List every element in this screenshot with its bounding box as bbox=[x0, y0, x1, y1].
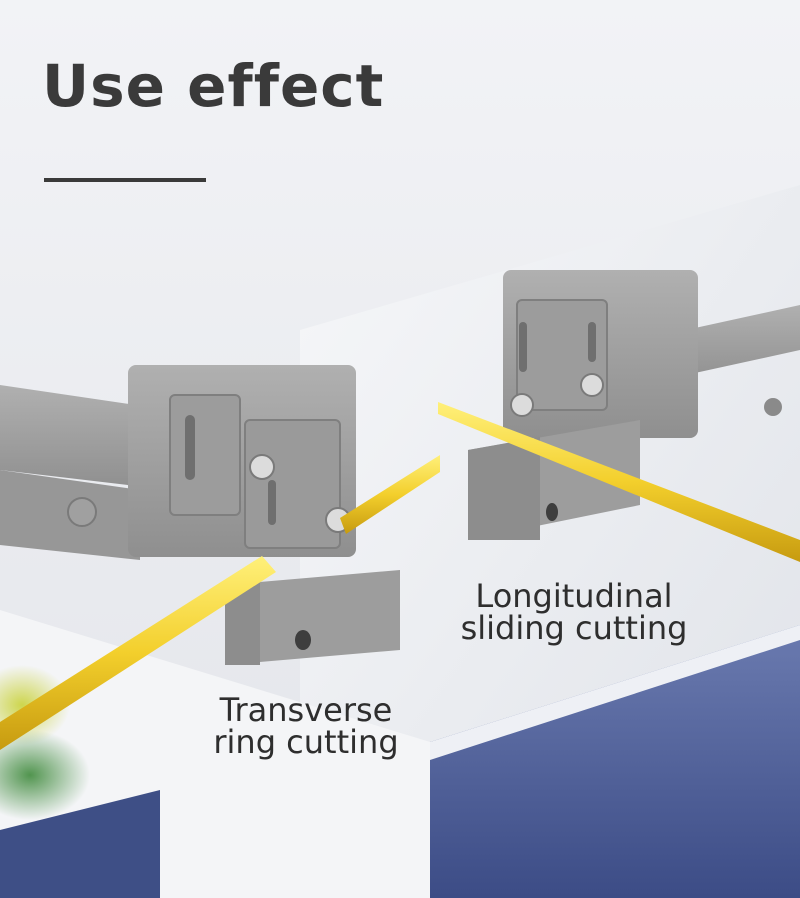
caption-transverse-line1: Transverse bbox=[219, 691, 393, 729]
caption-transverse: Transverse ring cutting bbox=[200, 694, 412, 758]
caption-longitudinal-line2: sliding cutting bbox=[460, 609, 688, 647]
stripper-tool-right bbox=[468, 270, 800, 540]
title-underline bbox=[44, 178, 206, 182]
caption-transverse-line2: ring cutting bbox=[213, 723, 399, 761]
fiber-cable-left-exit bbox=[340, 455, 440, 534]
page-title: Use effect bbox=[42, 52, 385, 120]
fiber-cable-right bbox=[438, 402, 800, 562]
fiber-cable-left bbox=[0, 556, 276, 750]
stripper-tool-left bbox=[0, 365, 400, 665]
caption-longitudinal: Longitudinal sliding cutting bbox=[448, 580, 700, 644]
caption-longitudinal-line1: Longitudinal bbox=[475, 577, 673, 615]
